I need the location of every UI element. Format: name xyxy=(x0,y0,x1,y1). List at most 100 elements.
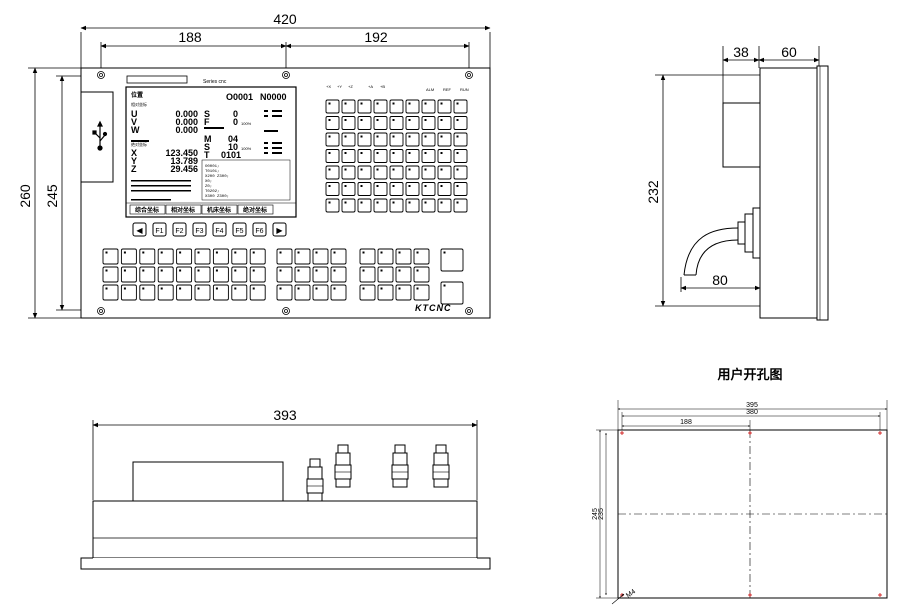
panel-key[interactable] xyxy=(102,248,119,265)
panel-key[interactable] xyxy=(373,149,388,163)
panel-key[interactable] xyxy=(276,266,293,283)
panel-key[interactable] xyxy=(157,284,174,301)
panel-key[interactable] xyxy=(120,266,137,283)
panel-key[interactable] xyxy=(357,165,372,180)
panel-key[interactable] xyxy=(405,99,420,114)
panel-key[interactable] xyxy=(421,132,436,147)
panel-key[interactable] xyxy=(453,116,468,130)
panel-key[interactable] xyxy=(249,266,266,283)
panel-key[interactable] xyxy=(421,99,436,114)
fkey-f3[interactable]: F3 xyxy=(192,222,207,237)
panel-key[interactable] xyxy=(194,266,211,283)
panel-key[interactable] xyxy=(294,248,311,265)
panel-key[interactable] xyxy=(276,284,293,301)
fkey-left[interactable]: ◀ xyxy=(132,222,147,237)
panel-key[interactable] xyxy=(359,266,376,283)
panel-key[interactable] xyxy=(413,284,430,301)
panel-key[interactable] xyxy=(405,149,420,163)
fkey-f2[interactable]: F2 xyxy=(172,222,187,237)
panel-key[interactable] xyxy=(212,284,229,301)
panel-key[interactable] xyxy=(421,116,436,130)
panel-key[interactable] xyxy=(395,266,412,283)
panel-key[interactable] xyxy=(389,182,404,196)
panel-key[interactable] xyxy=(389,132,404,147)
panel-key[interactable] xyxy=(357,182,372,196)
panel-key[interactable] xyxy=(176,284,193,301)
panel-key[interactable] xyxy=(312,266,329,283)
panel-key[interactable] xyxy=(453,149,468,163)
panel-key[interactable] xyxy=(389,149,404,163)
panel-key[interactable] xyxy=(120,248,137,265)
panel-key[interactable] xyxy=(389,99,404,114)
panel-key[interactable] xyxy=(373,116,388,130)
panel-key[interactable] xyxy=(405,132,420,147)
panel-key[interactable] xyxy=(389,116,404,130)
panel-key[interactable] xyxy=(389,165,404,180)
panel-key[interactable] xyxy=(413,266,430,283)
large-key[interactable] xyxy=(440,281,464,305)
panel-key[interactable] xyxy=(176,248,193,265)
panel-key[interactable] xyxy=(294,266,311,283)
panel-key[interactable] xyxy=(157,266,174,283)
panel-key[interactable] xyxy=(139,284,156,301)
panel-key[interactable] xyxy=(437,165,452,180)
panel-key[interactable] xyxy=(405,198,420,213)
panel-key[interactable] xyxy=(194,284,211,301)
panel-key[interactable] xyxy=(437,99,452,114)
panel-key[interactable] xyxy=(359,284,376,301)
panel-key[interactable] xyxy=(437,132,452,147)
panel-key[interactable] xyxy=(357,99,372,114)
panel-key[interactable] xyxy=(377,266,394,283)
panel-key[interactable] xyxy=(102,266,119,283)
fkey-f6[interactable]: F6 xyxy=(252,222,267,237)
panel-key[interactable] xyxy=(341,182,356,196)
panel-key[interactable] xyxy=(325,165,340,180)
panel-key[interactable] xyxy=(194,248,211,265)
panel-key[interactable] xyxy=(325,149,340,163)
panel-key[interactable] xyxy=(453,198,468,213)
panel-key[interactable] xyxy=(453,99,468,114)
panel-key[interactable] xyxy=(341,99,356,114)
panel-key[interactable] xyxy=(341,149,356,163)
panel-key[interactable] xyxy=(437,198,452,213)
panel-key[interactable] xyxy=(357,149,372,163)
panel-key[interactable] xyxy=(312,284,329,301)
fkey-f1[interactable]: F1 xyxy=(152,222,167,237)
panel-key[interactable] xyxy=(357,116,372,130)
panel-key[interactable] xyxy=(330,266,347,283)
panel-key[interactable] xyxy=(231,284,248,301)
panel-key[interactable] xyxy=(437,149,452,163)
panel-key[interactable] xyxy=(373,198,388,213)
panel-key[interactable] xyxy=(453,132,468,147)
panel-key[interactable] xyxy=(120,284,137,301)
panel-key[interactable] xyxy=(437,182,452,196)
panel-key[interactable] xyxy=(405,116,420,130)
panel-key[interactable] xyxy=(249,284,266,301)
panel-key[interactable] xyxy=(421,182,436,196)
panel-key[interactable] xyxy=(176,266,193,283)
panel-key[interactable] xyxy=(341,116,356,130)
panel-key[interactable] xyxy=(231,248,248,265)
panel-key[interactable] xyxy=(359,248,376,265)
panel-key[interactable] xyxy=(377,284,394,301)
panel-key[interactable] xyxy=(102,284,119,301)
panel-key[interactable] xyxy=(357,132,372,147)
panel-key[interactable] xyxy=(341,132,356,147)
panel-key[interactable] xyxy=(341,165,356,180)
panel-key[interactable] xyxy=(325,132,340,147)
panel-key[interactable] xyxy=(212,248,229,265)
panel-key[interactable] xyxy=(437,116,452,130)
panel-key[interactable] xyxy=(139,248,156,265)
fkey-right[interactable]: ▶ xyxy=(272,222,287,237)
panel-key[interactable] xyxy=(421,198,436,213)
panel-key[interactable] xyxy=(453,182,468,196)
panel-key[interactable] xyxy=(312,248,329,265)
panel-key[interactable] xyxy=(373,132,388,147)
panel-key[interactable] xyxy=(377,248,394,265)
fkey-f5[interactable]: F5 xyxy=(232,222,247,237)
panel-key[interactable] xyxy=(212,266,229,283)
panel-key[interactable] xyxy=(325,116,340,130)
panel-key[interactable] xyxy=(330,248,347,265)
panel-key[interactable] xyxy=(421,165,436,180)
panel-key[interactable] xyxy=(325,198,340,213)
